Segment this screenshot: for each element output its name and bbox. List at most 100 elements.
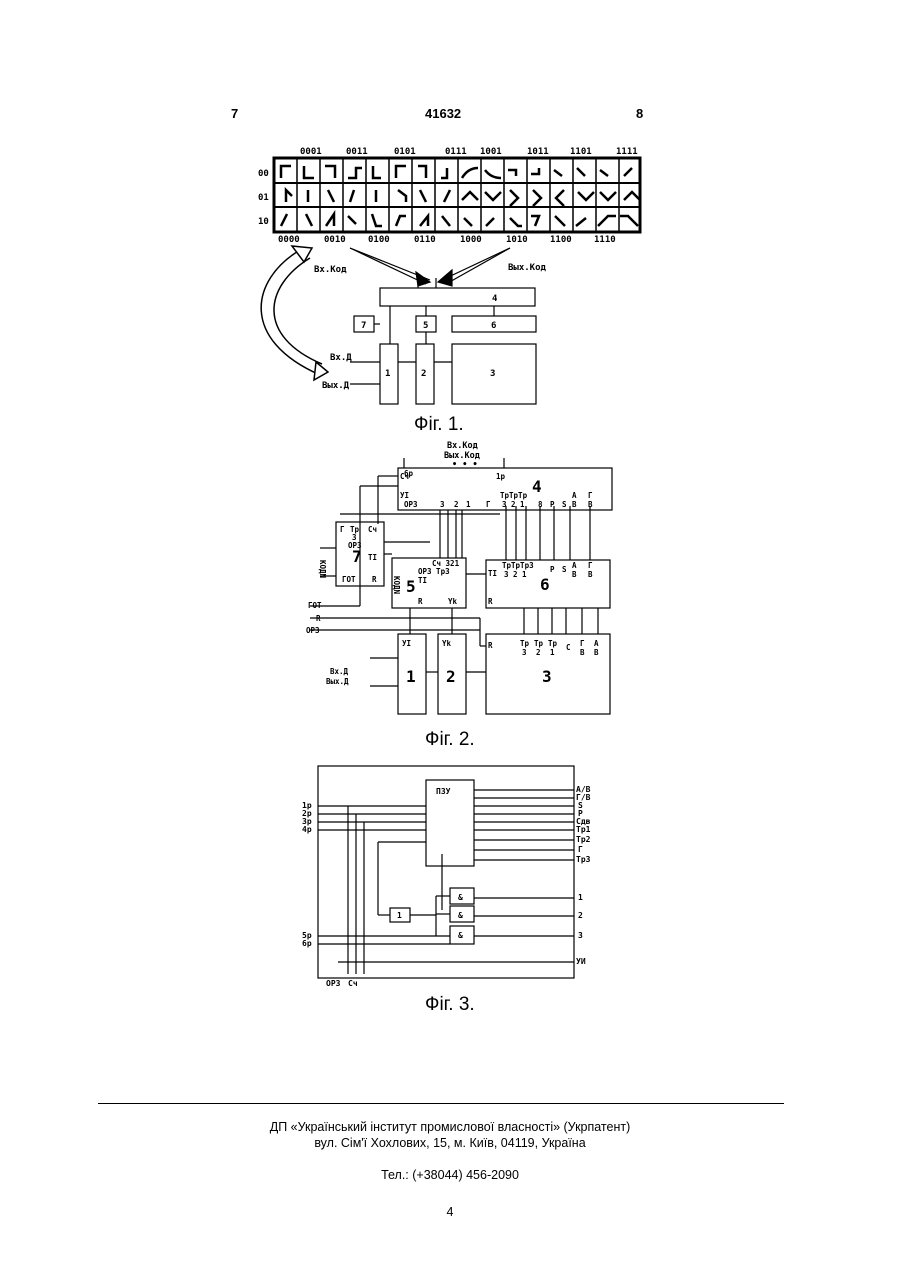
- signal-label: ОРЗ: [306, 626, 320, 635]
- pin-label: 3 2 1: [502, 500, 525, 509]
- block-4: [380, 288, 535, 306]
- pin-label: УІ: [400, 491, 409, 500]
- footer-address: вул. Сім'ї Хохлових, 15, м. Київ, 04119,…: [0, 1136, 900, 1150]
- patent-number: 41632: [425, 106, 461, 121]
- top-code: 1001: [480, 147, 502, 157]
- and-gate-label: &: [458, 893, 463, 902]
- pin-label: УІ: [402, 639, 411, 648]
- block-label: 4: [532, 477, 542, 496]
- pin-label: Г: [588, 491, 593, 500]
- row-label: 00: [258, 169, 269, 179]
- pin-label: ГОТ: [342, 575, 356, 584]
- input-code-label: Вх.Код: [314, 265, 347, 275]
- output-label: Тр3: [576, 855, 591, 864]
- block-label: 6: [540, 575, 550, 594]
- pin-label: R: [488, 641, 493, 650]
- block-label: 1: [406, 667, 416, 686]
- output-label: Тр2: [576, 835, 591, 844]
- bottom-code: 0100: [368, 235, 390, 245]
- pin-label: Yk: [448, 597, 458, 606]
- pin-label: В: [588, 570, 593, 579]
- pin-label: 2: [454, 500, 459, 509]
- output-label: 2: [578, 911, 583, 920]
- page-number: 4: [0, 1205, 900, 1219]
- footer-phone: Тел.: (+38044) 456-2090: [0, 1168, 900, 1182]
- pin-label: Тр: [534, 639, 544, 648]
- block-label: 6: [491, 321, 496, 331]
- input-data-label: Вх.Д: [330, 667, 349, 676]
- row-label: 01: [258, 193, 269, 203]
- pin-label: Yk: [442, 639, 452, 648]
- output-label: 1: [578, 893, 583, 902]
- pin-label: Тр: [548, 639, 558, 648]
- output-label: УИ: [576, 957, 586, 966]
- top-code: 0101: [394, 147, 416, 157]
- pin-label: ОРЗ: [404, 500, 418, 509]
- kod-label: КОДN: [318, 560, 327, 579]
- pin-label: В: [588, 500, 593, 509]
- pin-label: R: [488, 597, 493, 606]
- top-code: 0011: [346, 147, 368, 157]
- input-code-label: Вх.Код: [447, 441, 478, 451]
- pin-label: Р: [550, 565, 555, 574]
- figure-3-caption: Фіг. 3.: [425, 994, 475, 1016]
- pin-label: ТІ: [488, 569, 497, 578]
- output-data-label: Вых.Д: [322, 381, 350, 391]
- pin-label: Г: [580, 639, 585, 648]
- top-code: 1111: [616, 147, 638, 157]
- top-code: 1101: [570, 147, 592, 157]
- pin-label: 2: [536, 648, 541, 657]
- output-code-label: Вых.Код: [508, 263, 547, 273]
- code-grid: [274, 158, 640, 232]
- bottom-code: 1000: [460, 235, 482, 245]
- output-label: 3: [578, 931, 583, 940]
- row-label: 10: [258, 217, 269, 227]
- pin-label: Г: [340, 525, 345, 534]
- pin-label: Тр: [520, 639, 530, 648]
- figure-1-caption: Фіг. 1.: [414, 414, 464, 436]
- block-label: 2: [421, 369, 426, 379]
- output-label: Тр1: [576, 825, 591, 834]
- pin-label: 8: [538, 500, 543, 509]
- bottom-label: Сч: [348, 979, 358, 988]
- pin-label: В: [572, 570, 577, 579]
- pin-label: S: [562, 565, 567, 574]
- block-label: 7: [361, 321, 366, 331]
- block-label: 1: [385, 369, 390, 379]
- figure-1: 0001 0011 0101 0111 1001 1011 1101 1111 …: [230, 140, 650, 415]
- pin-label: 3: [522, 648, 527, 657]
- footer-divider: [98, 1103, 784, 1104]
- pin-label: Г: [588, 561, 593, 570]
- pin-label: Г: [486, 500, 491, 509]
- pin-label: А: [572, 561, 577, 570]
- pin-label: ТІ: [418, 576, 427, 585]
- pin-label: Р: [550, 500, 555, 509]
- not-gate-label: 1: [397, 911, 402, 920]
- and-gate-label: &: [458, 911, 463, 920]
- output-data-label: Вых.Д: [326, 677, 349, 686]
- top-code: 0111: [445, 147, 467, 157]
- kod-label: КОДN: [392, 576, 401, 595]
- pin-label: 3: [440, 500, 445, 509]
- bottom-code: 1010: [506, 235, 528, 245]
- bottom-code: 1110: [594, 235, 616, 245]
- block-label: 4: [492, 294, 498, 304]
- pin-label: 3 2 1: [504, 570, 527, 579]
- and-gate-label: &: [458, 931, 463, 940]
- pin-label: ОРЗ Тр3: [418, 567, 450, 576]
- pin-label: R: [372, 575, 377, 584]
- pin-label: ОРЗ: [348, 541, 362, 550]
- pin-label: 1: [466, 500, 471, 509]
- figure-3: ПЗУ 1р 2р 3р 4р 5р 6р А/В Г/В S Р Сдв Тр…: [298, 760, 608, 992]
- bottom-label: ОРЗ: [326, 979, 341, 988]
- figure-2-caption: Фіг. 2.: [425, 729, 475, 751]
- block-label: 5: [423, 321, 428, 331]
- signal-label: ГОТ: [308, 601, 322, 610]
- bottom-code: 0000: [278, 235, 300, 245]
- right-column-number: 8: [636, 106, 643, 121]
- top-code: 1011: [527, 147, 549, 157]
- input-data-label: Вх.Д: [330, 353, 352, 363]
- pin-label: С: [566, 643, 571, 652]
- output-label: Г: [578, 845, 583, 854]
- input-label: 6р: [302, 939, 312, 948]
